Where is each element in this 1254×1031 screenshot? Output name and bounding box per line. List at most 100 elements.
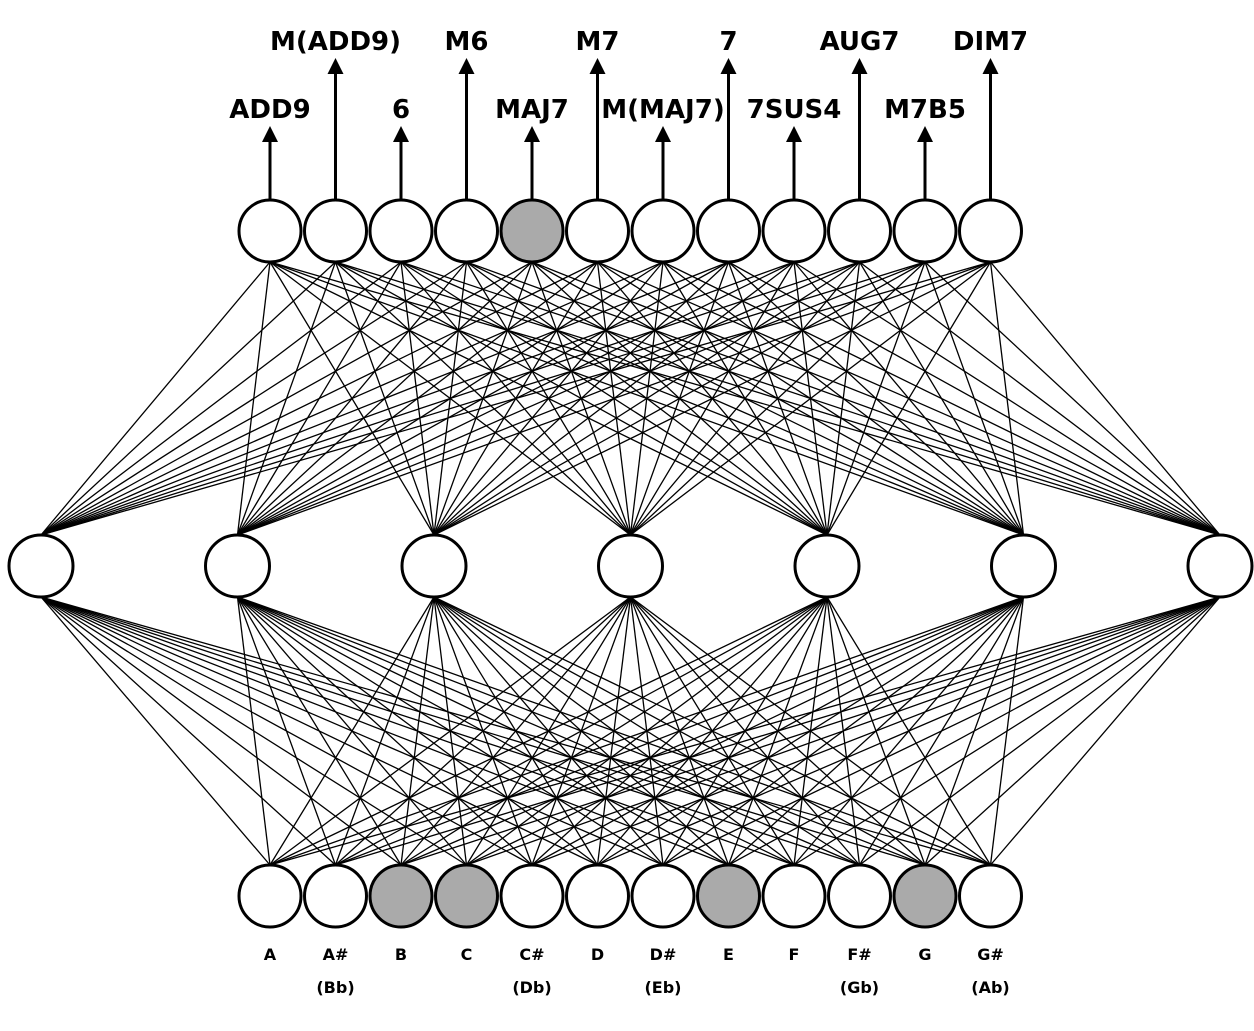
edge-hidden-input xyxy=(40,596,271,866)
hidden-node xyxy=(400,533,468,599)
edge-output-hidden xyxy=(630,261,926,536)
edge-output-hidden xyxy=(40,261,271,536)
edge-output-hidden xyxy=(990,261,1221,536)
edge-hidden-input xyxy=(334,596,435,866)
note-label: G xyxy=(918,945,931,964)
edge-output-hidden xyxy=(630,261,860,536)
input-node-active xyxy=(434,863,499,929)
edge-hidden-input xyxy=(269,596,1221,866)
edge-output-hidden xyxy=(826,261,861,536)
edge-output-hidden xyxy=(40,261,664,536)
edge-hidden-input xyxy=(400,596,1221,866)
note-label: C# xyxy=(519,945,544,964)
chord-label: maj7 xyxy=(495,95,569,125)
note-label: D xyxy=(591,945,604,964)
input-node-active xyxy=(696,863,761,929)
edge-output-hidden xyxy=(433,261,926,536)
edge-hidden-input xyxy=(269,596,1024,866)
output-node xyxy=(696,198,761,264)
edge-hidden-input xyxy=(990,596,1221,866)
edge-output-hidden xyxy=(40,261,860,536)
input-node xyxy=(303,863,368,929)
enharmonic-label: (Ab) xyxy=(971,978,1009,997)
edge-hidden-input xyxy=(236,596,337,866)
edge-output-hidden xyxy=(40,261,402,536)
chord-label: m(maj7) xyxy=(601,95,724,125)
edge-output-hidden xyxy=(859,261,1221,536)
enharmonic-label: (Bb) xyxy=(316,978,354,997)
edge-output-hidden xyxy=(433,261,991,536)
connection-edges xyxy=(40,261,1221,866)
arrow-head-icon xyxy=(786,126,802,142)
edge-hidden-input xyxy=(728,596,1221,866)
chord-label: m(add9) xyxy=(270,27,401,57)
edge-output-hidden xyxy=(40,261,467,536)
arrow-head-icon xyxy=(393,126,409,142)
edge-hidden-input xyxy=(793,596,1221,866)
edge-hidden-input xyxy=(466,596,1221,866)
arrow-head-icon xyxy=(655,126,671,142)
note-label: B xyxy=(395,945,407,964)
edge-output-hidden xyxy=(40,261,533,536)
chord-label: 6 xyxy=(392,95,410,125)
input-node xyxy=(761,863,827,929)
edge-output-hidden xyxy=(237,261,860,536)
chord-label: aug7 xyxy=(820,27,900,57)
edge-output-hidden xyxy=(237,261,926,536)
note-label: C xyxy=(461,945,473,964)
input-node-active xyxy=(368,863,434,929)
note-label: A xyxy=(264,945,277,964)
edge-hidden-input xyxy=(400,596,828,866)
output-node xyxy=(434,198,499,264)
output-node xyxy=(565,198,630,264)
arrow-head-icon xyxy=(720,58,737,74)
enharmonic-label: (Db) xyxy=(512,978,551,997)
edge-hidden-input xyxy=(40,596,402,866)
enharmonic-label: (Gb) xyxy=(840,978,879,997)
edge-output-hidden xyxy=(40,261,729,536)
edge-output-hidden xyxy=(630,261,991,536)
chord-label: add9 xyxy=(229,95,310,125)
edge-hidden-input xyxy=(269,596,828,866)
edge-hidden-input xyxy=(859,596,1221,866)
note-label: D# xyxy=(650,945,677,964)
chord-label: dim7 xyxy=(953,27,1028,57)
edge-output-hidden xyxy=(40,261,598,536)
arrow-head-icon xyxy=(982,58,999,74)
edge-hidden-input xyxy=(335,596,828,866)
edge-hidden-input xyxy=(531,596,1221,866)
output-node xyxy=(892,198,958,264)
hidden-node xyxy=(1186,533,1254,599)
input-node xyxy=(565,863,630,929)
edge-output-hidden xyxy=(40,261,336,536)
edge-hidden-input xyxy=(400,596,1024,866)
edge-output-hidden xyxy=(433,261,860,536)
hidden-node xyxy=(204,533,271,599)
hidden-node xyxy=(793,533,861,599)
edge-output-hidden xyxy=(858,261,1025,536)
output-node xyxy=(630,198,696,264)
output-arrows xyxy=(262,58,999,200)
input-node xyxy=(630,863,696,929)
enharmonic-label: (Eb) xyxy=(644,978,681,997)
chord-label: m6 xyxy=(445,27,489,57)
input-node xyxy=(958,863,1023,929)
edge-output-hidden xyxy=(989,261,1025,536)
arrow-head-icon xyxy=(917,126,933,142)
note-label: F# xyxy=(847,945,871,964)
chord-label: m7 xyxy=(576,27,620,57)
input-node xyxy=(237,863,303,929)
edge-output-hidden xyxy=(924,261,1025,536)
edge-hidden-input xyxy=(597,596,1221,866)
edge-output-hidden xyxy=(40,261,926,536)
arrow-head-icon xyxy=(262,126,278,142)
output-node xyxy=(761,198,827,264)
chord-label: 7sus4 xyxy=(747,95,842,125)
edge-output-hidden xyxy=(826,261,926,536)
edge-hidden-input xyxy=(335,596,1024,866)
note-label: E xyxy=(723,945,734,964)
edge-hidden-input xyxy=(236,596,271,866)
edge-output-hidden xyxy=(40,261,795,536)
